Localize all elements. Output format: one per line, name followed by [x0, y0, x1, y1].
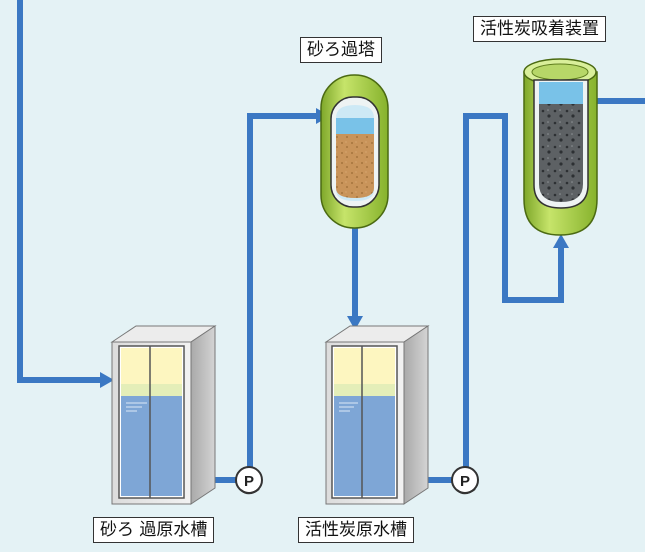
pipe-tank1-to-sand-tower: [207, 113, 318, 483]
inlet-pipe: [17, 0, 100, 383]
activated-carbon-device: [523, 58, 598, 236]
activated-carbon-raw-tank-label: 活性炭原水槽: [298, 517, 414, 543]
arrow-into-tank2: [347, 316, 363, 330]
sand-filter-raw-tank-label: 砂ろ 過原水槽: [93, 517, 215, 543]
sand-filter-tower: [320, 74, 389, 229]
sand-filter-tower-label: 砂ろ過塔: [300, 37, 382, 63]
activated-carbon-raw-tank: [324, 325, 430, 505]
pump-1-icon: P: [235, 466, 263, 495]
pump-2-icon: P: [451, 466, 479, 495]
pump-1-letter: P: [244, 473, 254, 490]
sand-filter-raw-tank: [110, 325, 217, 505]
activated-carbon-device-label: 活性炭吸着装置: [473, 16, 606, 42]
arrow-into-carbon-device: [553, 234, 569, 248]
pump-2-letter: P: [460, 473, 470, 490]
arrow-into-tank1: [100, 372, 114, 388]
